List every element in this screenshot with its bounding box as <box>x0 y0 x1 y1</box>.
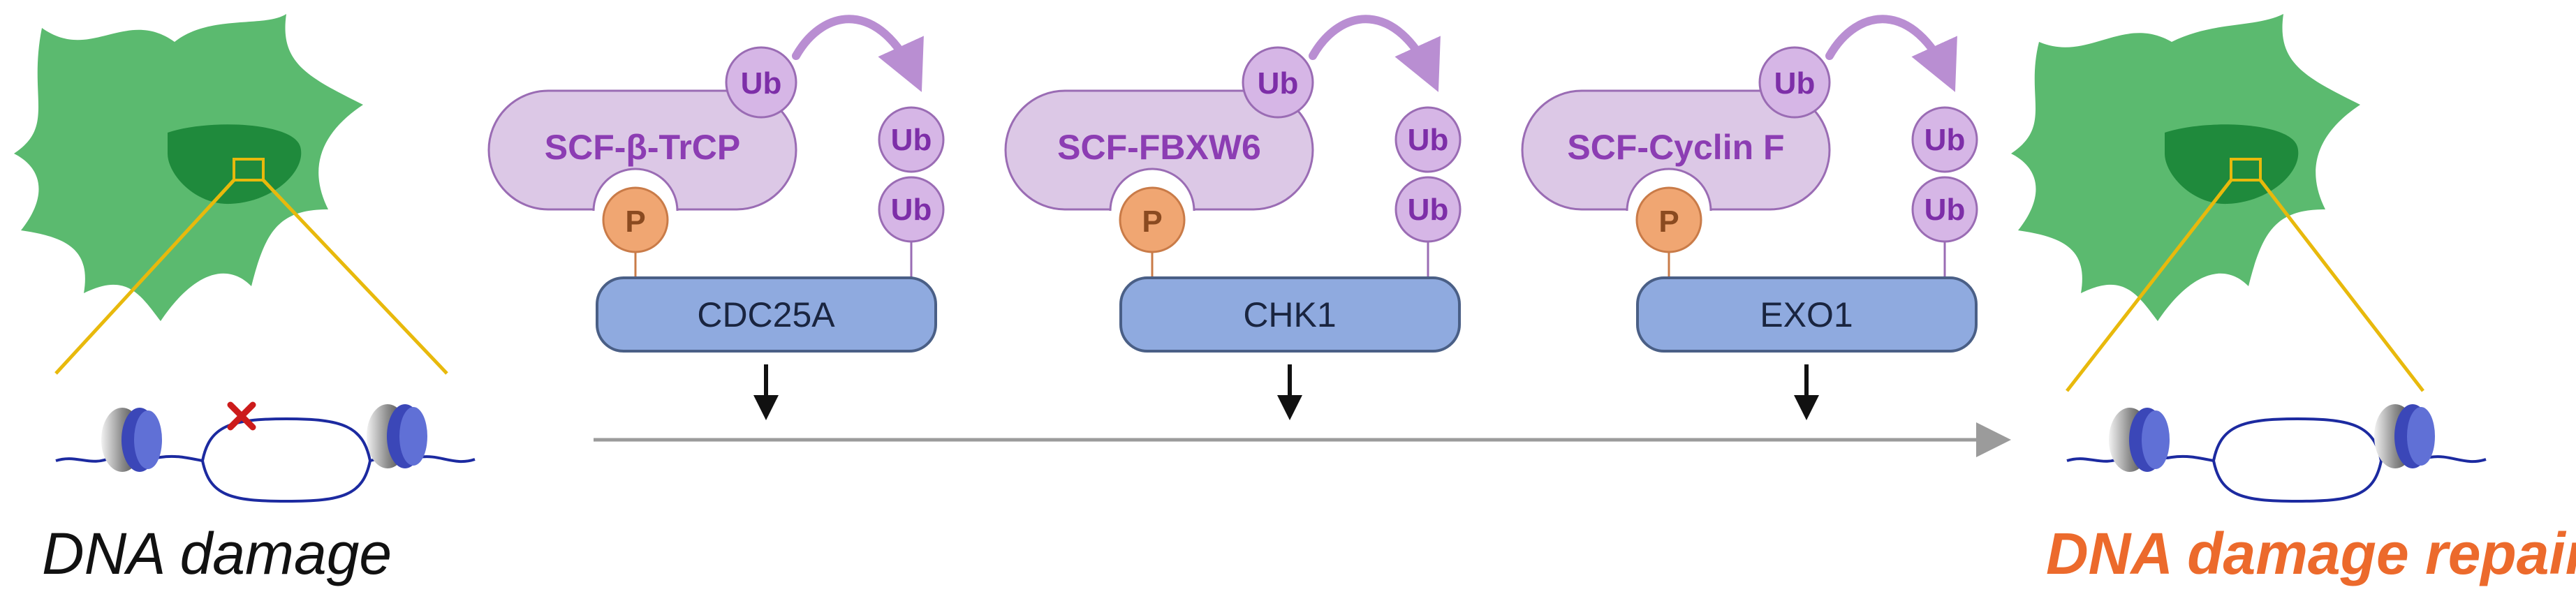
panel-3-substrate-label: EXO1 <box>1760 295 1853 334</box>
panel-2-ligase-label: SCF-FBXW6 <box>1057 128 1261 167</box>
panel-1: SCF-β-TrCP Ub Ub Ub P CDC25A <box>487 15 945 420</box>
panel-2-transfer-arrow <box>1309 15 1441 92</box>
panel-3-ligase-ub-label: Ub <box>1774 66 1816 101</box>
right-nucleosome-b <box>2374 404 2435 468</box>
panel-2-ligase-ub <box>1242 46 1314 119</box>
panel-1-ligase-ub-label: Ub <box>741 66 782 101</box>
panel-2-phospho-label: P <box>1142 205 1162 239</box>
panel-1-substrate-label: CDC25A <box>697 295 835 334</box>
right-nucleosome-a <box>2109 408 2170 472</box>
panel-1-chain-ub-top-label: Ub <box>891 123 932 157</box>
panel-1-substrate <box>596 276 937 353</box>
left-dna-bubble <box>200 417 372 503</box>
panel-3-ligase-label: SCF-Cyclin F <box>1567 128 1784 167</box>
panel-3-chain-ub-top <box>1911 106 1978 173</box>
panel-2-substrate <box>1119 276 1461 353</box>
panel-1-phospho-label: P <box>625 205 645 239</box>
caption-dna-damage-repair: DNA damage repair <box>2046 521 2576 586</box>
right-zoom-line-b <box>2259 179 2424 392</box>
panel-3-chain-ub-top-label: Ub <box>1924 123 1966 157</box>
left-cell-group <box>14 14 476 503</box>
right-zoom-line-a <box>2066 179 2232 392</box>
left-nucleosome-b <box>367 404 427 468</box>
panel-2-chain-ub-top-label: Ub <box>1408 123 1449 157</box>
panel-2-chain-ub-top <box>1394 106 1462 173</box>
left-nucleosome-a <box>101 408 162 472</box>
panel-2-ligase-ub-label: Ub <box>1258 66 1299 101</box>
panel-1-ligase-label: SCF-β-TrCP <box>545 128 741 167</box>
panel-1-chain-ub-top <box>878 106 945 173</box>
panel-2: SCF-FBXW6 Ub Ub Ub P CHK1 <box>1004 15 1462 420</box>
left-zoom-line-a <box>54 179 235 375</box>
panel-1-ligase-ub <box>725 46 797 119</box>
panel-3-substrate <box>1636 276 1978 353</box>
left-zoom-line-b <box>262 179 448 375</box>
panel-3: SCF-Cyclin F Ub Ub Ub P EXO1 <box>1521 15 1978 420</box>
panel-3-chain-ub-bottom-label: Ub <box>1924 193 1966 227</box>
right-zoom-box <box>2230 158 2262 181</box>
panel-1-transfer-arrow <box>792 15 924 92</box>
left-zoom-box <box>233 158 265 181</box>
panel-2-substrate-label: CHK1 <box>1243 295 1336 334</box>
panel-1-chain-ub-bottom-label: Ub <box>891 193 932 227</box>
panel-3-transfer-arrow <box>1825 15 1957 92</box>
right-dna-bubble <box>2211 417 2383 503</box>
right-cell-group <box>2011 14 2487 503</box>
panel-3-phospho-label: P <box>1658 205 1679 239</box>
damage-mark-icon <box>227 401 256 431</box>
caption-dna-damage: DNA damage <box>42 521 392 586</box>
panel-2-chain-ub-bottom-label: Ub <box>1408 193 1449 227</box>
panel-3-ligase-ub <box>1758 46 1831 119</box>
